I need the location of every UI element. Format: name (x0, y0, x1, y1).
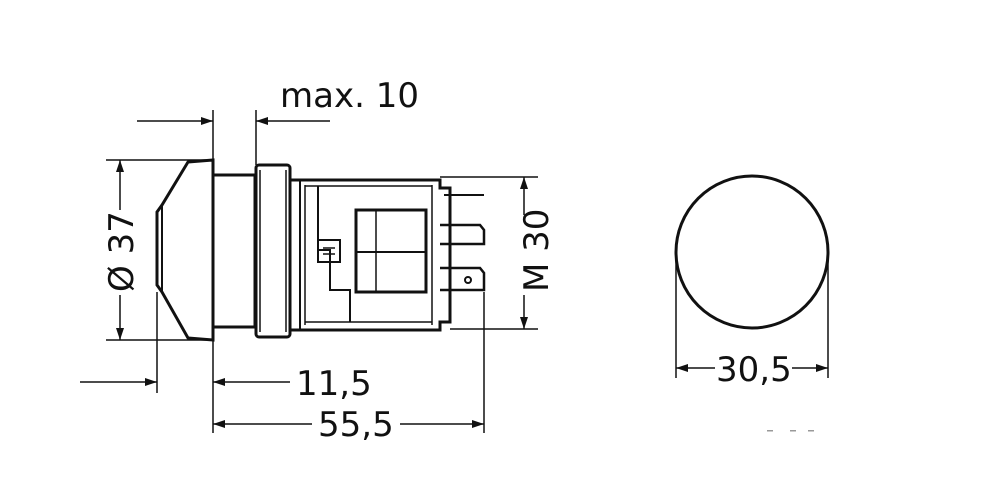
mounting-nut (254, 163, 292, 339)
label-thread: M 30 (517, 209, 557, 292)
cap-collar (211, 173, 257, 329)
cutout-front-view: 30,5 (674, 174, 830, 390)
dimension-length-a: 11,5 (80, 292, 372, 433)
scan-specks (767, 430, 814, 432)
terminal-upper (440, 223, 486, 246)
label-length-b: 55,5 (318, 405, 394, 445)
label-cutout: 30,5 (716, 350, 792, 390)
label-diameter: Ø 37 (102, 211, 142, 292)
cutout-circle (674, 174, 830, 330)
button-cap (155, 158, 215, 342)
dimension-diameter: Ø 37 (102, 159, 213, 341)
terminal-lower (440, 266, 486, 292)
switch-housing (288, 178, 452, 332)
label-max-depth: max. 10 (280, 76, 419, 116)
dimension-length-b: 55,5 (213, 292, 485, 445)
dimension-max-depth: max. 10 (137, 76, 419, 165)
indicator-mark (317, 239, 341, 263)
dimension-thread: M 30 (440, 176, 557, 330)
switch-side-view (155, 158, 486, 342)
label-length-a: 11,5 (296, 364, 372, 404)
